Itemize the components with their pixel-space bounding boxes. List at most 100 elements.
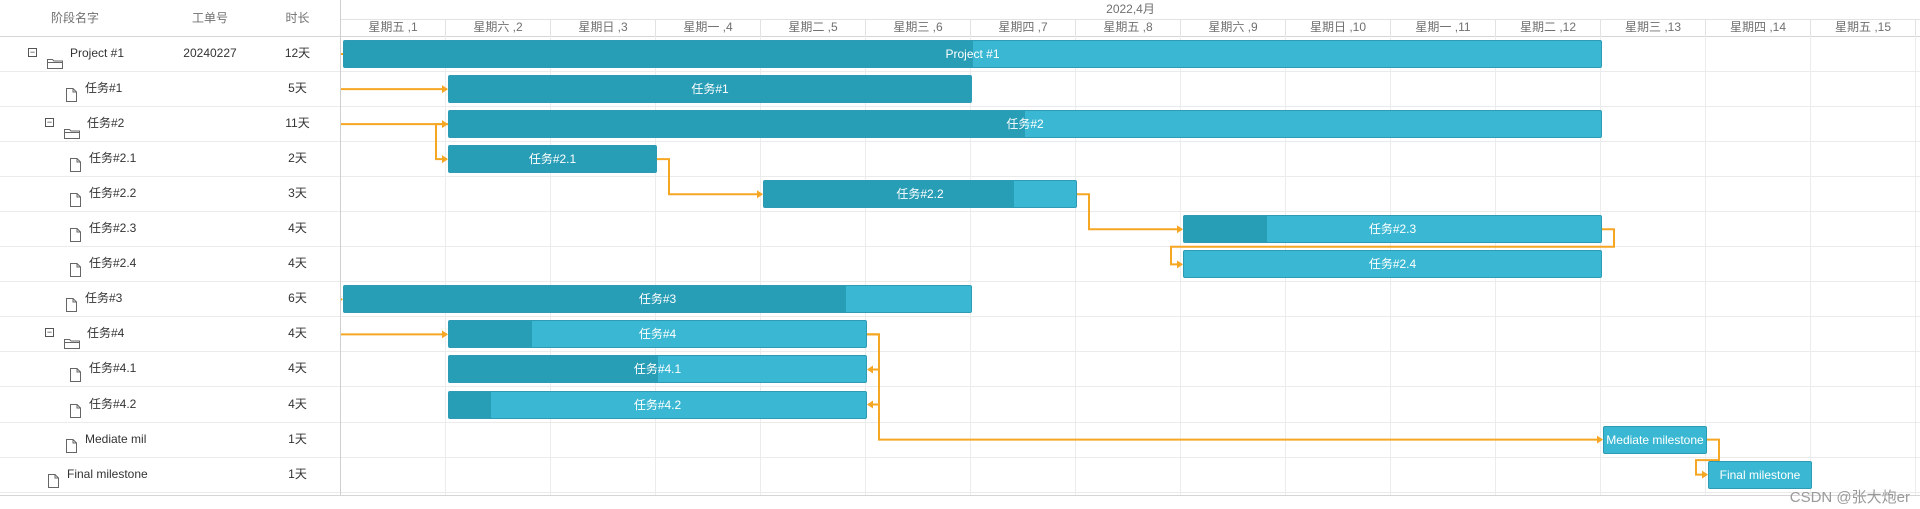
task-code-cell	[165, 316, 255, 351]
column-header-code[interactable]: 工单号	[191, 11, 228, 25]
task-bar-label: 任务#2	[1006, 117, 1044, 132]
day-gridline	[1810, 36, 1811, 495]
task-bar-label: 任务#1	[691, 82, 729, 97]
day-label: 星期三 ,6	[866, 19, 971, 36]
folder-icon	[64, 118, 80, 140]
file-icon	[48, 467, 59, 488]
link-arrow-icon	[1177, 260, 1183, 269]
task-name: 任务#1	[85, 81, 123, 96]
dependency-link[interactable]	[867, 333, 880, 371]
task-name-cell: Final milestone	[0, 457, 165, 492]
task-duration-cell: 4天	[288, 221, 307, 236]
task-bar-progress	[449, 391, 491, 418]
task-duration-cell: 12天	[284, 46, 311, 60]
collapse-toggle-icon[interactable]: −	[45, 327, 54, 338]
column-header-name[interactable]: 阶段名字	[50, 11, 99, 25]
file-icon	[70, 256, 81, 278]
collapse-toggle-icon[interactable]: −	[45, 117, 54, 128]
task-duration-cell: 4天	[288, 396, 307, 411]
task-bar[interactable]: Mediate milestone	[1603, 425, 1707, 454]
dependency-link[interactable]	[435, 123, 448, 161]
task-code-cell	[165, 281, 255, 316]
file-icon	[70, 151, 81, 173]
dependency-link[interactable]	[1077, 193, 1182, 231]
task-bar-label: Mediate milestone	[1606, 432, 1704, 447]
dependency-link[interactable]	[341, 53, 447, 91]
grid-header: 阶段名字 工单号 时长	[0, 0, 340, 37]
task-bar[interactable]: 任务#2.4	[1183, 250, 1602, 279]
task-name-cell: 任务#2.4	[0, 246, 165, 281]
collapse-toggle-icon[interactable]: −	[28, 47, 37, 57]
day-gridline	[550, 36, 551, 495]
day-gridline	[865, 36, 866, 495]
dependency-link[interactable]	[341, 53, 447, 126]
table-row[interactable]: 任务#2.3 4天	[0, 211, 340, 248]
task-bar[interactable]: 任务#3	[343, 285, 972, 314]
day-label: 星期日 ,3	[551, 19, 656, 36]
task-code-cell	[165, 422, 255, 457]
dependency-link[interactable]	[341, 53, 343, 301]
task-bar[interactable]: 任务#2.2	[763, 180, 1077, 209]
file-icon	[70, 221, 81, 243]
task-bar[interactable]: Final milestone	[1708, 460, 1812, 489]
task-bar[interactable]: 任务#2	[448, 110, 1602, 139]
folder-icon	[47, 48, 63, 69]
task-bar[interactable]: 任务#2.1	[448, 145, 657, 174]
task-name-cell: 任务#2.3	[0, 211, 165, 246]
day-label: 星期五 ,15	[1811, 19, 1916, 36]
timeline-row	[341, 246, 1920, 283]
task-bar[interactable]: Project #1	[343, 40, 1602, 69]
task-bar[interactable]: 任务#4.2	[448, 390, 867, 419]
day-label: 星期四 ,14	[1706, 19, 1811, 36]
table-row[interactable]: − Project #1 20240227 12天	[0, 36, 340, 72]
month-scale: 2022,4月	[341, 0, 1920, 20]
task-code-cell: 20240227	[183, 46, 237, 60]
task-bar[interactable]: 任务#2.3	[1183, 215, 1602, 244]
task-code-cell	[165, 387, 255, 422]
watermark: CSDN @张大炮er	[1789, 489, 1910, 506]
task-code-cell	[165, 141, 255, 176]
timeline-row	[341, 141, 1920, 178]
timeline-row	[341, 457, 1920, 493]
dependency-link[interactable]	[1170, 228, 1615, 266]
task-bar[interactable]: 任务#1	[448, 75, 972, 104]
task-bar-progress	[344, 286, 846, 313]
task-bar[interactable]: 任务#4.1	[448, 355, 867, 384]
task-bar[interactable]: 任务#4	[448, 320, 867, 349]
task-name-cell: 任务#3	[0, 281, 165, 316]
file-icon	[66, 81, 77, 103]
file-icon	[70, 186, 81, 208]
dependency-link[interactable]	[1695, 438, 1720, 476]
task-name: Project #1	[70, 46, 125, 60]
task-code-cell	[165, 106, 255, 141]
task-name: 任务#4	[87, 326, 125, 341]
day-label: 星期五 ,8	[1076, 19, 1181, 36]
timeline-row	[341, 422, 1920, 458]
timeline-row	[341, 36, 1920, 72]
dependency-link[interactable]	[867, 333, 1602, 441]
timeline-row	[341, 176, 1920, 213]
timeline-row	[341, 281, 1920, 318]
task-name-cell: Mediate mil	[0, 422, 165, 457]
task-bar-label: Final milestone	[1719, 467, 1801, 482]
link-arrow-icon	[867, 365, 873, 374]
link-arrow-icon	[341, 298, 343, 301]
task-duration-cell: 3天	[288, 186, 307, 201]
dependency-link[interactable]	[341, 53, 447, 336]
dependency-link[interactable]	[657, 158, 762, 196]
column-header-duration[interactable]: 时长	[285, 11, 310, 25]
task-bar-label: 任务#4.1	[633, 362, 682, 377]
